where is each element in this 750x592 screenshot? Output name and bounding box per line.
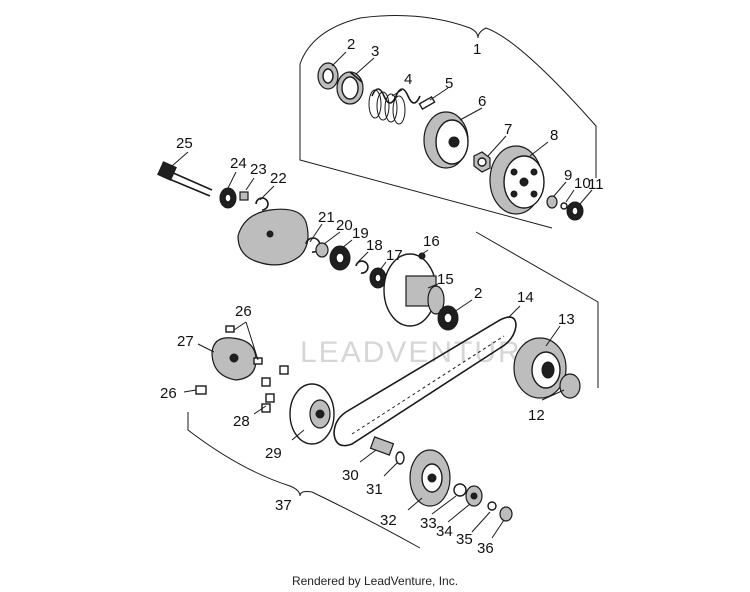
group-bracket-1 — [299, 15, 597, 229]
callout-27: 27 — [177, 333, 194, 350]
callout-2-lower: 2 — [474, 285, 482, 302]
callout-15: 15 — [437, 271, 454, 288]
callout-18: 18 — [366, 237, 383, 254]
part-8-clutch-drum — [489, 145, 545, 215]
part-31-washer — [395, 451, 405, 465]
part-23-bolt — [239, 191, 249, 201]
part-17-bearing — [369, 267, 387, 289]
callout-26-lower: 26 — [160, 385, 177, 402]
callout-30: 30 — [342, 467, 359, 484]
callout-13: 13 — [558, 311, 575, 328]
footer-credit: Rendered by LeadVenture, Inc. — [291, 574, 459, 588]
callout-25: 25 — [176, 135, 193, 152]
callout-29: 29 — [265, 445, 282, 462]
part-4-spring — [368, 88, 421, 125]
callout-21: 21 — [318, 209, 335, 226]
callout-19: 19 — [352, 225, 369, 242]
part-10-washer — [560, 202, 568, 210]
watermark: LEADVENTURE — [300, 336, 544, 369]
callout-34: 34 — [436, 523, 453, 540]
callout-35: 35 — [456, 531, 473, 548]
part-9-washer — [546, 195, 558, 209]
part-32-fan-pulley — [409, 449, 451, 507]
part-12-collar — [559, 373, 581, 399]
part-22-clip — [255, 197, 269, 211]
part-19-bearing — [329, 245, 351, 271]
part-15-driven-pulley — [383, 253, 445, 327]
callout-23: 23 — [250, 161, 267, 178]
part-7-nut — [473, 151, 491, 173]
part-11-nut — [566, 201, 584, 221]
callout-17: 17 — [386, 247, 403, 264]
leader-lines — [171, 51, 593, 539]
group-bracket-1-lower — [475, 231, 599, 388]
callout-11: 11 — [588, 176, 604, 193]
callout-7: 7 — [504, 121, 512, 138]
part-16-pin — [418, 252, 426, 260]
callout-9: 9 — [564, 167, 572, 184]
callout-32: 32 — [380, 512, 397, 529]
group-bracket-37 — [187, 412, 421, 549]
callout-labels: 1 2 3 4 5 6 7 8 9 10 11 2 12 13 14 15 16… — [160, 36, 604, 557]
part-34-starter-gear — [465, 485, 483, 507]
part-2-washer — [317, 62, 339, 90]
part-24-bearing — [219, 187, 237, 209]
part-30-sleeve — [369, 436, 395, 456]
callout-20: 20 — [336, 217, 353, 234]
callout-26-upper: 26 — [235, 303, 252, 320]
callout-5: 5 — [445, 75, 453, 92]
part-13-pulley — [513, 337, 567, 399]
part-35-washer — [487, 501, 497, 511]
part-33-ratchet — [453, 483, 467, 497]
part-28-rollers — [261, 365, 289, 413]
part-3-collar — [336, 71, 364, 105]
callout-37: 37 — [275, 497, 292, 514]
part-18-circlip — [355, 260, 369, 274]
part-36-nut — [499, 506, 513, 522]
cover-plate — [237, 208, 309, 266]
part-14-drive-belt — [333, 316, 517, 447]
callout-2-top: 2 — [347, 36, 355, 53]
part-6-clutch-shoe — [423, 111, 469, 169]
callout-12: 12 — [528, 407, 545, 424]
part-2-oil-seal — [437, 305, 459, 331]
callout-1: 1 — [473, 41, 481, 58]
callout-4: 4 — [404, 71, 412, 88]
callout-10: 10 — [574, 175, 591, 192]
callout-31: 31 — [366, 481, 383, 498]
part-27-ramp-plate — [211, 337, 257, 381]
callout-8: 8 — [550, 127, 558, 144]
callout-36: 36 — [477, 540, 494, 557]
part-26-slider-upper — [225, 325, 263, 365]
callout-33: 33 — [420, 515, 437, 532]
callout-3: 3 — [371, 43, 379, 60]
part-26-slider-lower — [195, 385, 207, 395]
callout-22: 22 — [270, 170, 287, 187]
callout-16: 16 — [423, 233, 440, 250]
part-25-shaft — [157, 161, 213, 197]
callout-28: 28 — [233, 413, 250, 430]
callout-6: 6 — [478, 93, 486, 110]
part-20-washer — [315, 242, 329, 258]
part-29-drive-face — [289, 383, 335, 445]
callout-24: 24 — [230, 155, 247, 172]
callout-14: 14 — [517, 289, 534, 306]
